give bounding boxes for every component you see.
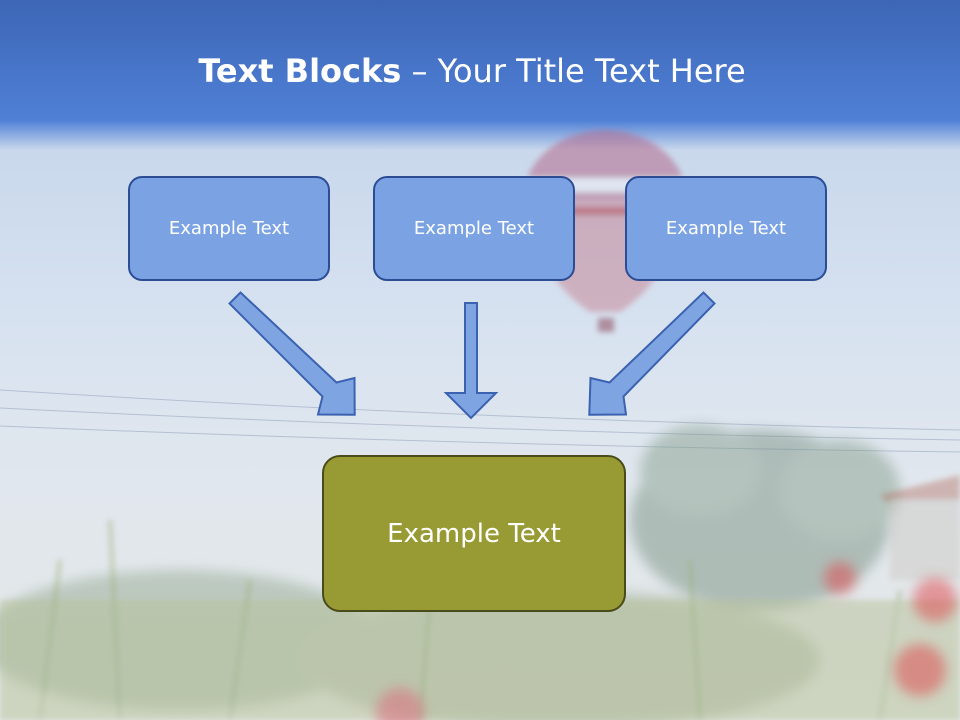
grass-field xyxy=(0,519,960,720)
slide-title: Text Blocks – Your Title Text Here xyxy=(0,52,944,90)
house-shape xyxy=(880,475,960,580)
title-separator: – xyxy=(401,52,438,90)
source-box-3[interactable]: Example Text xyxy=(625,176,827,281)
source-box-2-label: Example Text xyxy=(413,218,535,239)
title-bold-part: Text Blocks xyxy=(198,52,402,90)
arrow-right-diagonal xyxy=(588,291,716,416)
source-box-1-label: Example Text xyxy=(168,218,290,239)
poppy-flowers xyxy=(376,562,957,720)
title-rest-part: Your Title Text Here xyxy=(437,52,746,90)
target-box-label: Example Text xyxy=(387,518,561,549)
arrow-down xyxy=(443,302,499,420)
target-box[interactable]: Example Text xyxy=(322,455,626,612)
source-box-1[interactable]: Example Text xyxy=(128,176,330,281)
source-box-3-label: Example Text xyxy=(665,218,787,239)
arrow-left-diagonal xyxy=(228,291,356,416)
source-box-2[interactable]: Example Text xyxy=(373,176,575,281)
